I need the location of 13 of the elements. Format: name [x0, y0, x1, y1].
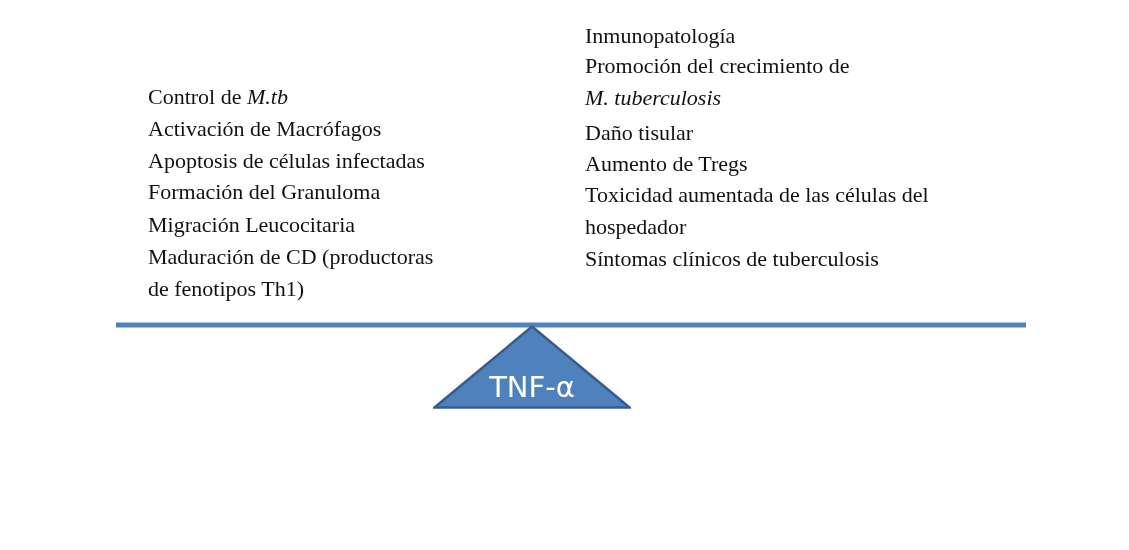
list-item-text: Daño tisular: [585, 119, 695, 147]
list-item-text: Promoción del crecimiento de M. tuberculosis: [585, 52, 851, 112]
list-item-text: Formación del Granuloma: [148, 178, 382, 206]
list-item-text: Inmunopatología: [585, 22, 737, 50]
list-item-text: Migración Leucocitaria: [148, 211, 357, 239]
list-item-text: Apoptosis de células infectadas: [148, 147, 426, 175]
list-item-text: Toxicidad aumentada de las células del hospedador: [585, 181, 930, 241]
list-item-text: Aumento de Tregs: [585, 150, 749, 178]
list-item-text: Control de M.tb: [148, 83, 289, 111]
list-item-text: Maduración de CD (productoras de fenotipos Th1): [148, 243, 435, 303]
list-item-text: Activación de Macrófagos: [148, 115, 383, 143]
fulcrum-label: TNF-α: [488, 369, 576, 405]
list-item-text: Síntomas clínicos de tuberculosis: [585, 245, 880, 273]
